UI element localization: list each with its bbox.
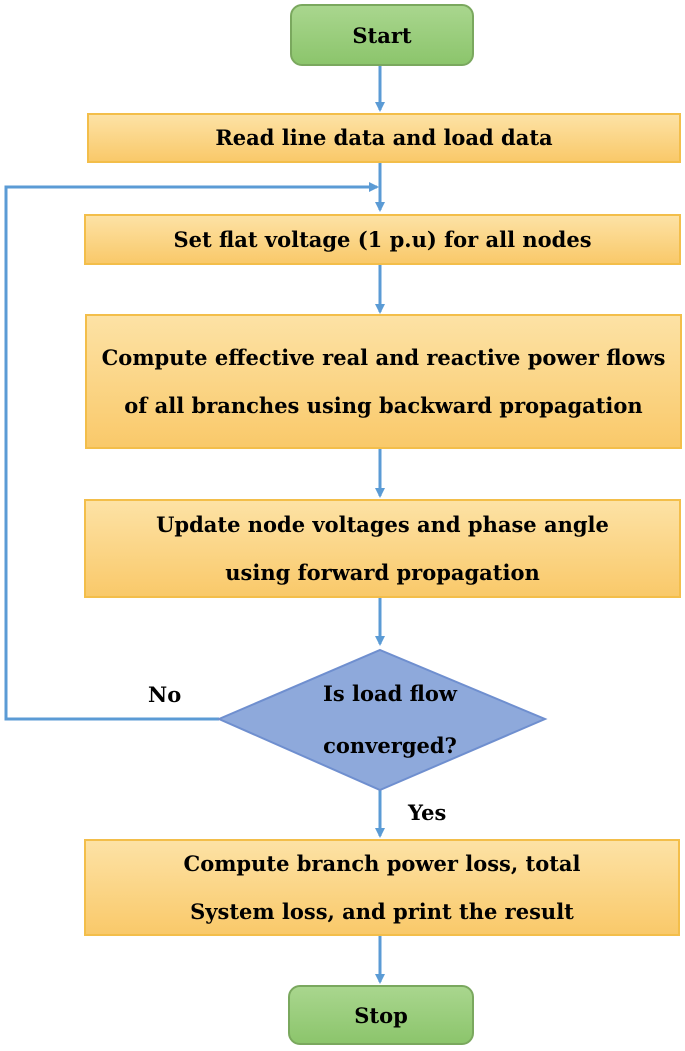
step-read-data-label: Read line data and load data: [215, 125, 553, 150]
step-backward-propagation-label: Compute effective real and reactive powe…: [101, 344, 666, 418]
start-label: Start: [352, 22, 412, 48]
step-compute-result: Compute branch power loss, total System …: [84, 839, 680, 936]
loop-back-no-arrow: [4, 182, 379, 721]
step-flat-voltage-label: Set flat voltage (1 p.u) for all nodes: [173, 226, 592, 252]
decision-label: Is load flow converged?: [323, 681, 457, 758]
step-forward-propagation: Update node voltages and phase angle usi…: [84, 499, 681, 598]
stop-label: Stop: [354, 1002, 408, 1028]
step-compute-result-label: Compute branch power loss, total System …: [183, 850, 581, 924]
no-label: No: [148, 682, 182, 707]
yes-label: Yes: [408, 800, 447, 825]
step-forward-propagation-label: Update node voltages and phase angle usi…: [156, 511, 609, 585]
decision-diamond: [216, 648, 548, 792]
stop-terminal: Stop: [288, 985, 474, 1045]
start-terminal: Start: [290, 4, 474, 66]
step-flat-voltage: Set flat voltage (1 p.u) for all nodes: [84, 214, 681, 265]
step-backward-propagation: Compute effective real and reactive powe…: [85, 314, 682, 449]
step-read-data: Read line data and load data: [87, 113, 681, 163]
